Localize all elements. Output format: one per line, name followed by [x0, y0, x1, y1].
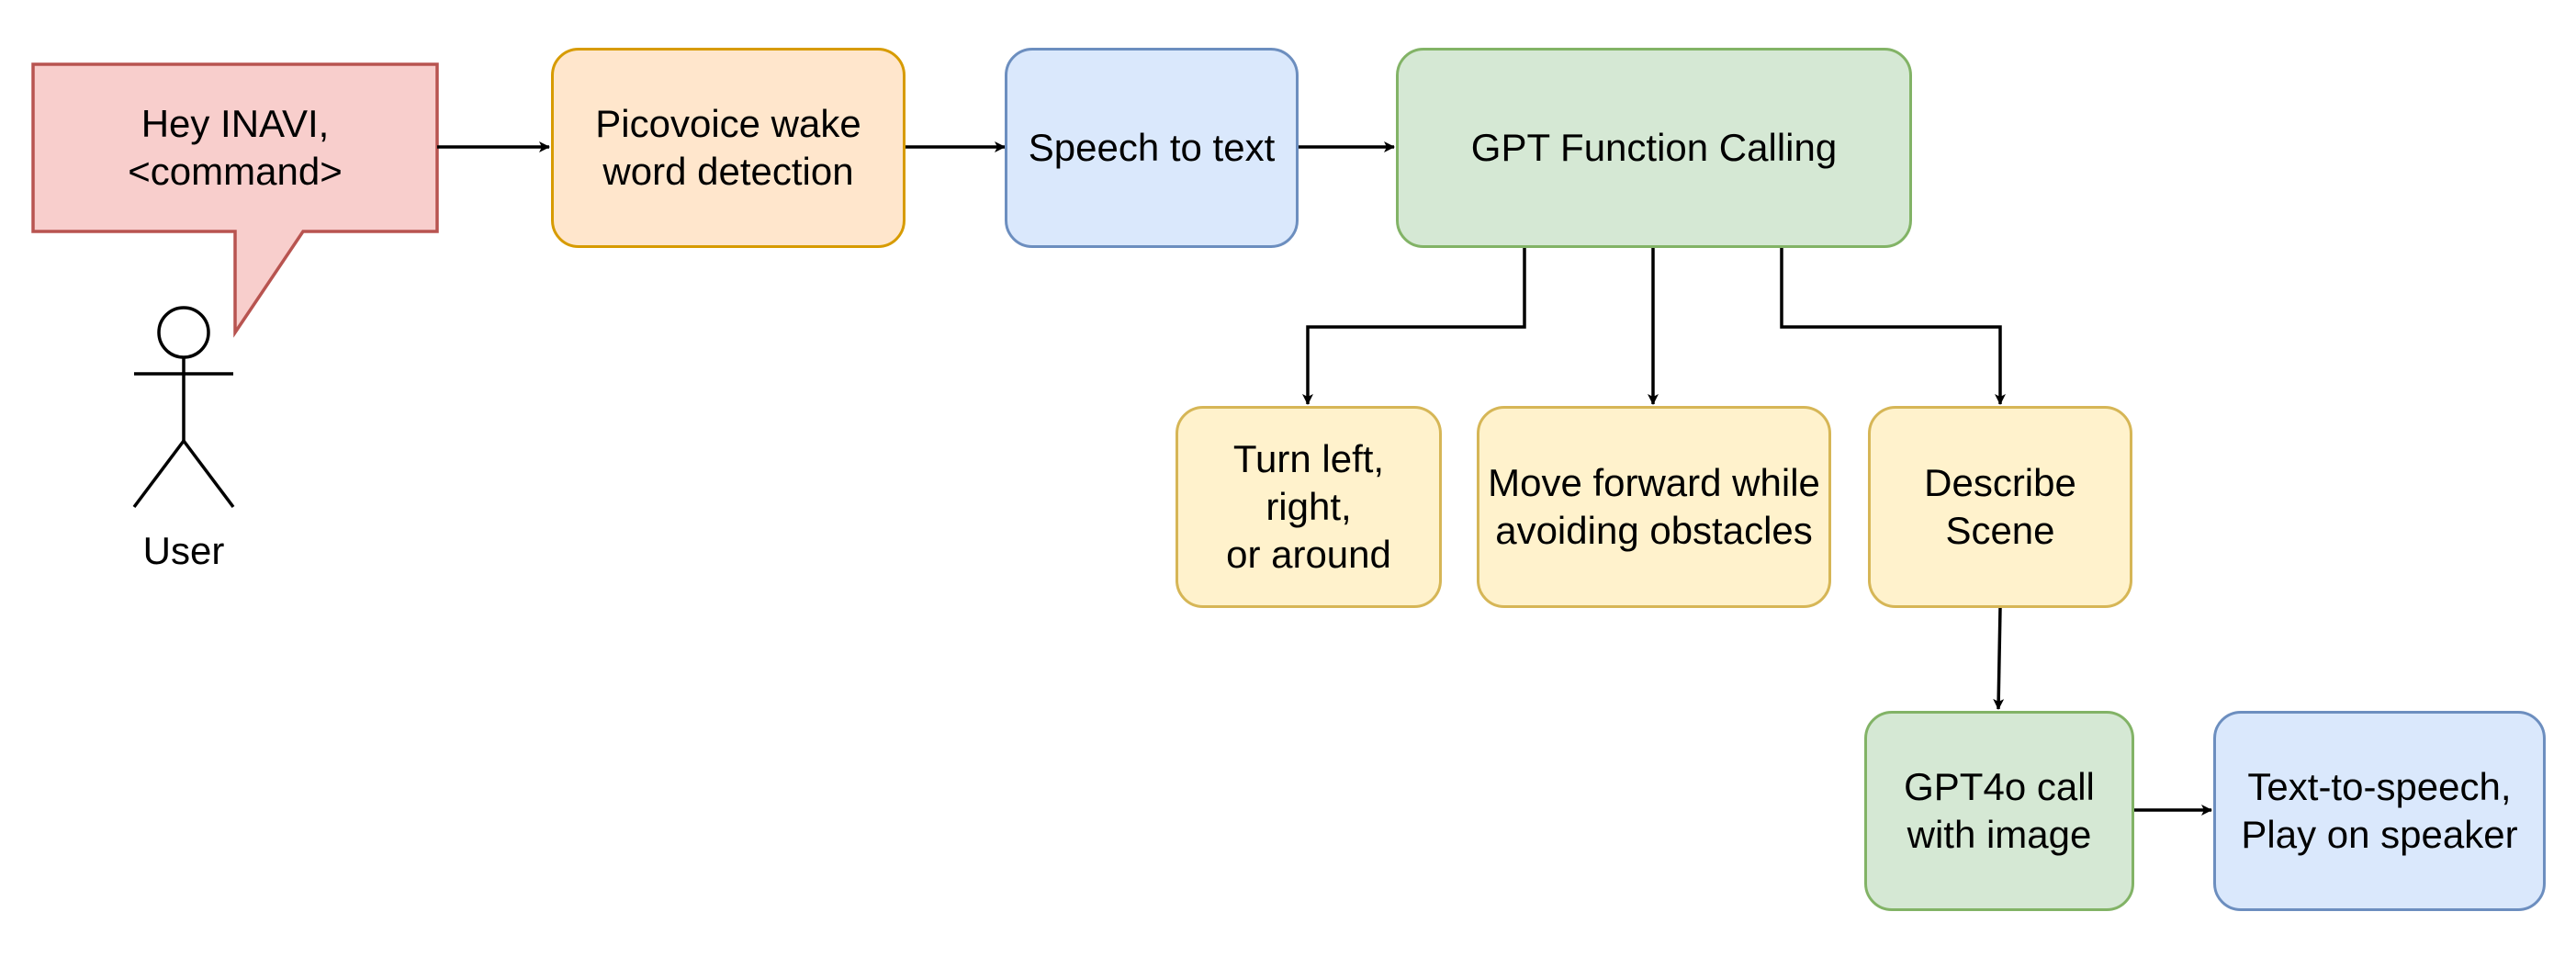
callout-text: Hey INAVI, <command>: [128, 102, 343, 193]
gpt4o-call-node: GPT4o call with image: [1864, 711, 2134, 911]
turn-node: Turn left, right, or around: [1176, 406, 1442, 608]
actor-label: User: [142, 529, 225, 572]
tts-node: Text-to-speech, Play on speaker: [2213, 711, 2546, 911]
arrow-describe-to-gpt4o: [1993, 607, 2005, 710]
speech-to-text-node: Speech to text: [1005, 48, 1299, 248]
arrow-function-to-turn: [1302, 248, 1526, 405]
function-calling-node: GPT Function Calling: [1396, 48, 1912, 248]
speech-bubble-shape: [31, 62, 439, 338]
describe-scene-node: Describe Scene: [1868, 406, 2132, 608]
wake-word-node: Picovoice wake word detection: [551, 48, 906, 248]
move-forward-node: Move forward while avoiding obstacles: [1477, 406, 1831, 608]
arrow-function-to-describe: [1780, 248, 2006, 405]
user-actor-icon: [132, 306, 235, 509]
